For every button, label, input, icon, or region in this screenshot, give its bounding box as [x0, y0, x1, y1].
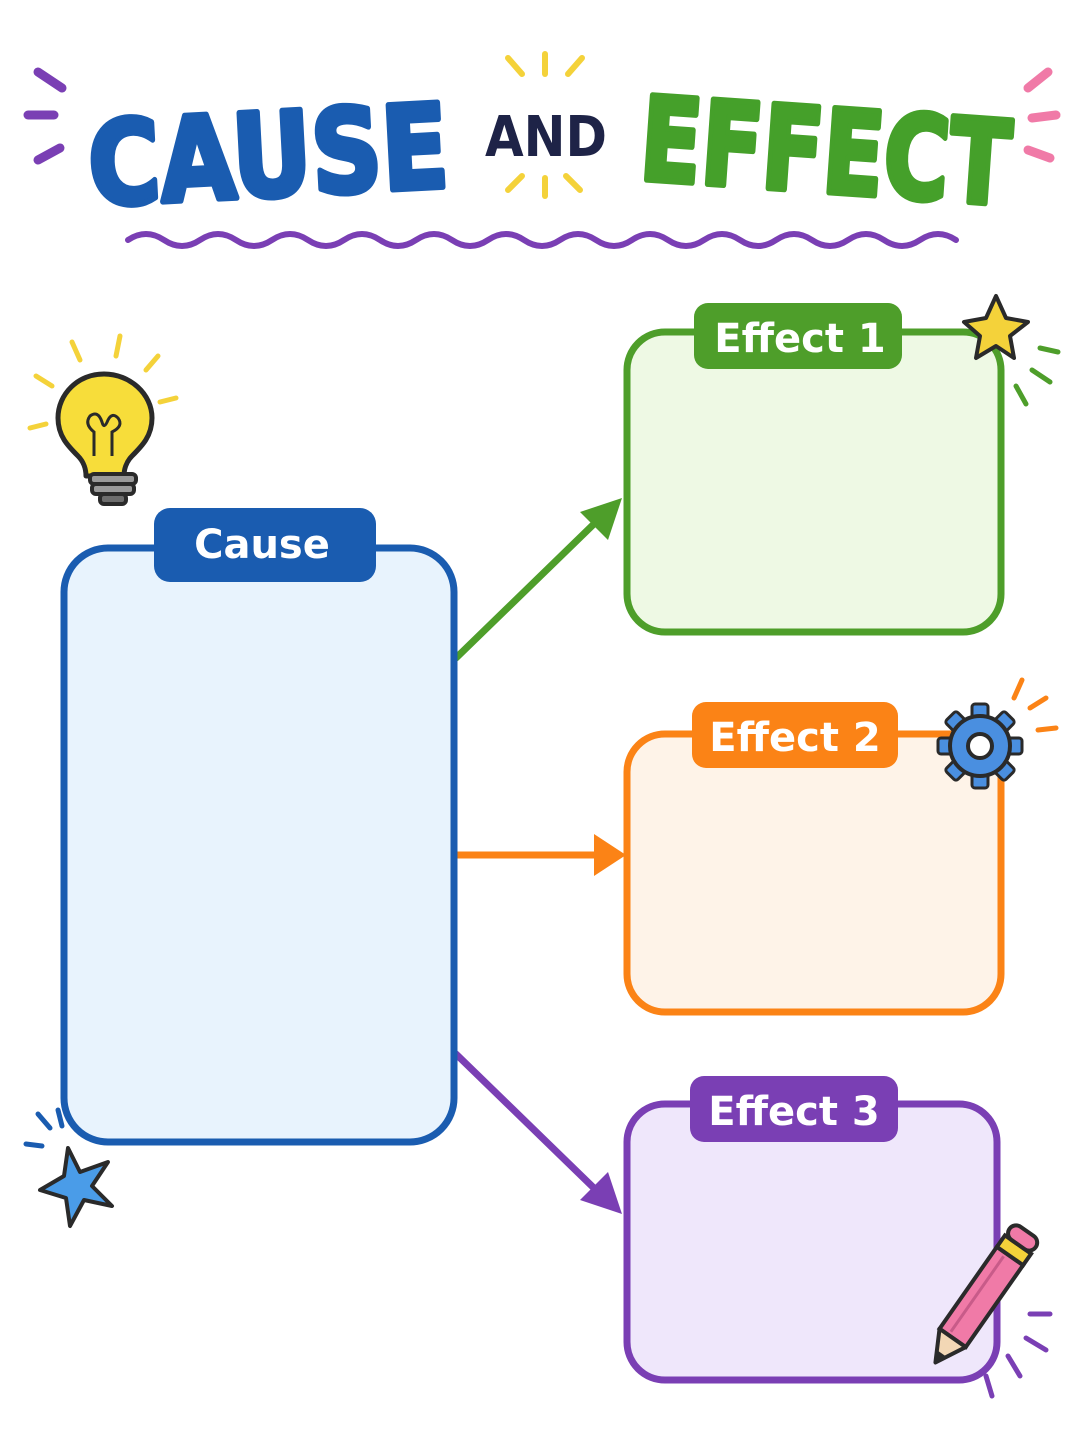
cause-label: Cause	[194, 522, 330, 568]
star-icon	[962, 294, 1061, 407]
effect-2-label: Effect 2	[709, 715, 880, 761]
title-and: AND	[485, 105, 607, 170]
title-effect: EFFECT	[636, 72, 1015, 232]
effect-2-tab	[692, 702, 898, 768]
title: CAUSE AND EFFECT	[23, 51, 1061, 249]
effect-1-box: Effect 1	[623, 303, 1005, 636]
effect-3-box: Effect 3	[623, 1076, 1001, 1384]
star-icon-blue	[23, 1107, 114, 1228]
arrow-to-effect-3	[452, 1050, 622, 1214]
arrow-to-effect-2	[452, 834, 626, 876]
effect-2-box: Effect 2	[623, 702, 1005, 1016]
title-cause: CAUSE	[85, 80, 452, 234]
effect-3-tab	[690, 1076, 898, 1142]
title-underline	[125, 231, 959, 249]
effect-1-tab	[694, 303, 902, 369]
title-sparkle-left	[23, 67, 67, 165]
effect-3-label: Effect 3	[708, 1089, 879, 1135]
and-sparkle	[505, 51, 585, 199]
arrows	[452, 498, 626, 1214]
cause-panel[interactable]	[60, 544, 458, 1146]
lightbulb-icon	[27, 333, 179, 506]
cause-tab	[154, 508, 376, 582]
effect-2-panel[interactable]	[623, 730, 1005, 1016]
effect-1-panel[interactable]	[623, 328, 1005, 636]
gear-icon	[936, 677, 1059, 790]
effect-1-label: Effect 1	[714, 316, 885, 362]
pencil-icon	[933, 1223, 1053, 1399]
title-sparkle-right	[1023, 67, 1061, 163]
cause-box: Cause	[60, 508, 458, 1146]
arrow-to-effect-1	[452, 498, 622, 662]
